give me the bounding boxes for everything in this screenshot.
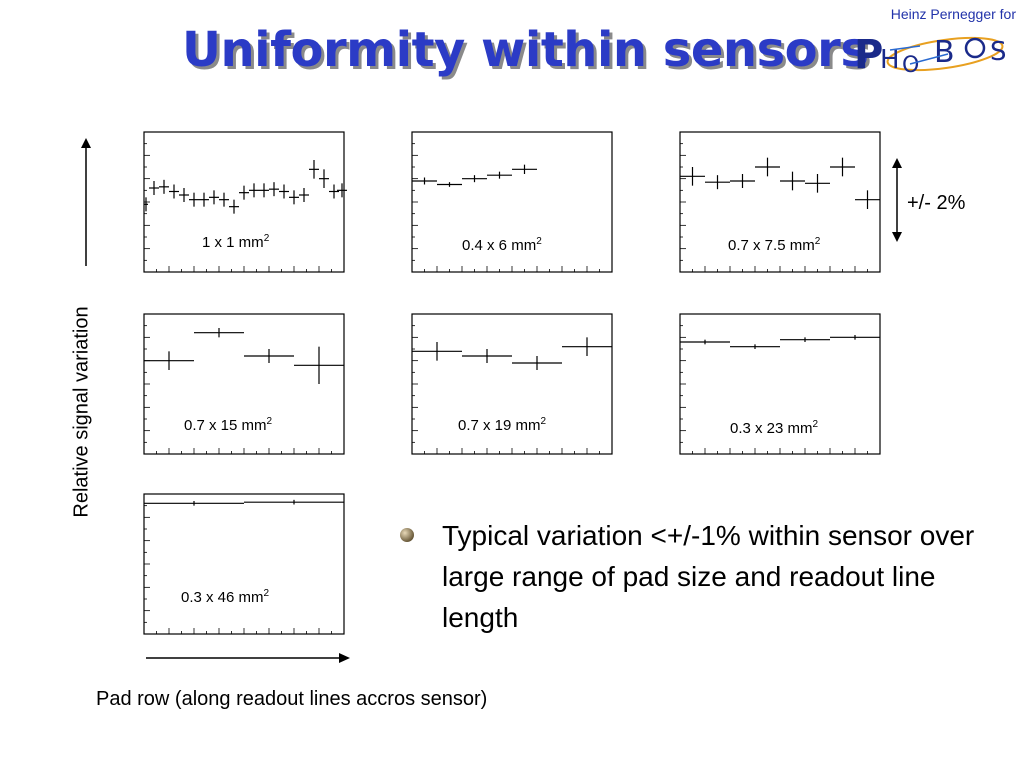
logo-letter-h: H bbox=[880, 45, 900, 75]
data-point bbox=[319, 169, 329, 188]
data-point bbox=[830, 157, 855, 177]
data-point bbox=[244, 499, 344, 505]
data-point bbox=[299, 188, 309, 202]
data-point bbox=[209, 190, 219, 205]
data-point bbox=[309, 160, 319, 179]
plot-frame bbox=[679, 131, 881, 273]
data-point bbox=[780, 337, 830, 342]
y-axis-arrow bbox=[81, 138, 91, 266]
y-axis-label: Relative signal variation bbox=[70, 306, 93, 518]
logo-letter-p: P bbox=[854, 32, 883, 78]
plot-0.7x7.5 bbox=[679, 131, 881, 273]
plot-frame bbox=[143, 493, 345, 635]
data-point bbox=[149, 181, 159, 195]
data-point bbox=[189, 192, 199, 207]
data-point bbox=[144, 501, 244, 506]
data-point bbox=[412, 177, 437, 185]
scale-annotation: +/- 2% bbox=[907, 192, 966, 214]
data-point bbox=[259, 183, 269, 198]
data-point bbox=[144, 351, 194, 370]
slide-title: Uniformity within sensors bbox=[182, 22, 869, 78]
logo-letter-o: O bbox=[902, 53, 919, 78]
data-point bbox=[755, 157, 780, 177]
plot-0.3x46 bbox=[143, 493, 345, 635]
data-point bbox=[805, 174, 830, 193]
plot-1x1 bbox=[143, 131, 347, 273]
bullet-icon bbox=[400, 528, 414, 542]
plot-0.7x19 bbox=[411, 313, 613, 455]
plot-0.3x23 bbox=[679, 313, 881, 455]
data-point bbox=[855, 190, 880, 209]
plot-frame bbox=[143, 131, 345, 273]
data-point bbox=[462, 349, 512, 363]
data-point bbox=[229, 199, 239, 214]
data-point bbox=[329, 184, 339, 199]
data-point bbox=[680, 339, 730, 345]
data-point bbox=[680, 167, 705, 186]
data-point bbox=[437, 182, 462, 187]
data-point bbox=[169, 184, 179, 199]
pad-size-label: 0.3 x 46 mm2 bbox=[181, 588, 270, 606]
data-point bbox=[730, 174, 755, 188]
plot-frame bbox=[411, 131, 613, 273]
data-point bbox=[289, 190, 299, 205]
data-point bbox=[179, 188, 189, 202]
data-point bbox=[159, 179, 169, 194]
scale-arrow bbox=[892, 158, 902, 242]
pad-size-label: 0.7 x 15 mm2 bbox=[184, 416, 273, 434]
pad-size-label: 1 x 1 mm2 bbox=[202, 233, 270, 251]
data-point bbox=[780, 171, 805, 191]
data-point bbox=[244, 349, 294, 363]
plot-0.4x6 bbox=[411, 131, 613, 273]
data-point bbox=[512, 164, 537, 174]
data-point bbox=[337, 183, 347, 198]
data-point bbox=[199, 192, 209, 207]
pad-size-label: 0.4 x 6 mm2 bbox=[462, 236, 542, 254]
data-point bbox=[279, 184, 289, 199]
data-point bbox=[487, 171, 512, 179]
data-point bbox=[144, 197, 148, 212]
data-point bbox=[239, 185, 249, 200]
author-credit: Heinz Pernegger for bbox=[890, 6, 1016, 22]
data-point bbox=[562, 337, 612, 356]
pad-size-label: 0.3 x 23 mm2 bbox=[730, 419, 819, 437]
data-point bbox=[830, 335, 880, 340]
bullet-text: Typical variation <+/-1% within sensor o… bbox=[442, 520, 975, 633]
data-point bbox=[294, 346, 344, 384]
data-point bbox=[219, 192, 229, 207]
data-point bbox=[512, 356, 562, 370]
data-point bbox=[705, 175, 730, 190]
plot-frame bbox=[411, 313, 613, 455]
data-point bbox=[412, 342, 462, 361]
logo-letter-b: B bbox=[934, 35, 955, 70]
data-point bbox=[269, 182, 279, 197]
data-point bbox=[194, 328, 244, 338]
data-point bbox=[249, 183, 259, 198]
logo-letter-s: S bbox=[990, 37, 1007, 67]
pad-size-label: 0.7 x 19 mm2 bbox=[458, 416, 547, 434]
x-axis-label: Pad row (along readout lines accros sens… bbox=[96, 688, 488, 710]
pad-size-label: 0.7 x 7.5 mm2 bbox=[728, 236, 821, 254]
plot-frame bbox=[143, 313, 345, 455]
plot-0.7x15 bbox=[143, 313, 345, 455]
phobos-logo: P H O B S bbox=[854, 32, 1007, 78]
x-axis-arrow bbox=[146, 653, 350, 663]
data-point bbox=[462, 175, 487, 183]
data-point bbox=[730, 344, 780, 349]
